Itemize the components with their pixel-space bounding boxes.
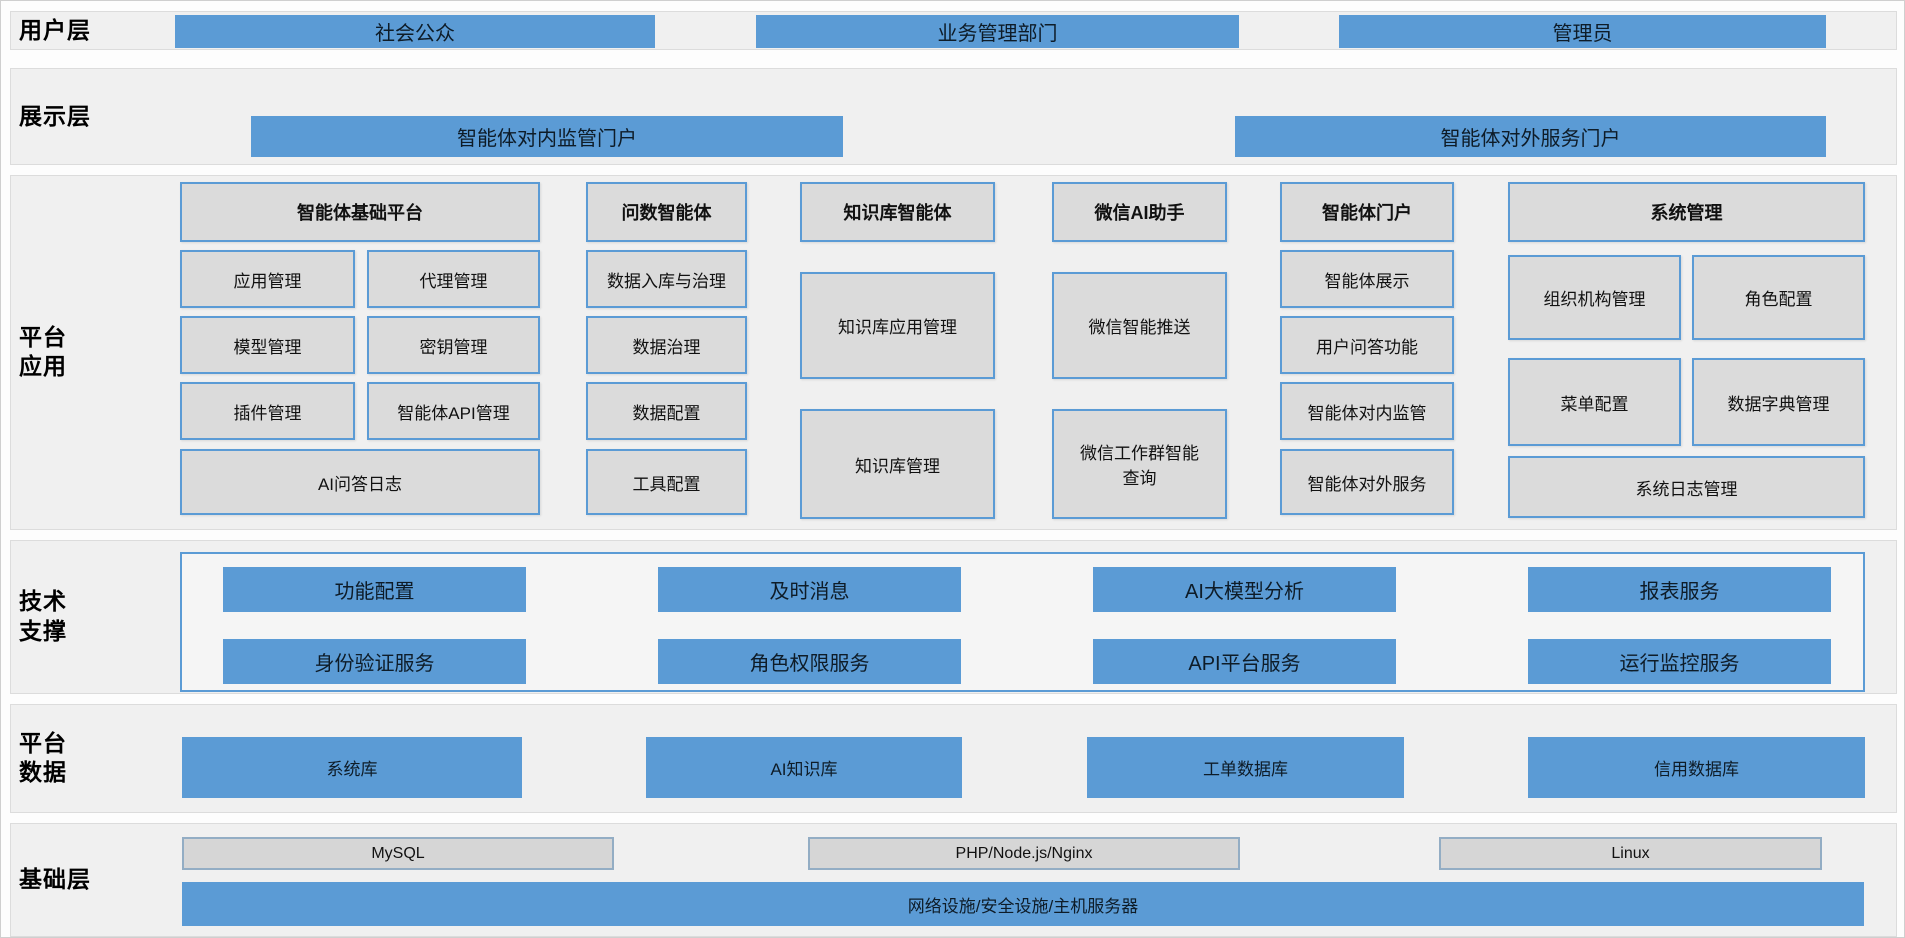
service-ai-llm-analysis: AI大模型分析 xyxy=(1093,567,1396,612)
module-app-mgmt: 应用管理 xyxy=(180,250,355,308)
column-header-wechat-ai: 微信AI助手 xyxy=(1052,182,1227,242)
module-data-governance: 数据治理 xyxy=(586,316,747,374)
layer-band-platform-app: 平台 应用 智能体基础平台 应用管理 代理管理 模型管理 密钥管理 插件管理 智… xyxy=(10,175,1897,530)
module-ai-qa-log: AI问答日志 xyxy=(180,449,540,515)
portal-internal-supervision: 智能体对内监管门户 xyxy=(251,116,843,157)
base-platform-grid: 应用管理 代理管理 模型管理 密钥管理 插件管理 智能体API管理 xyxy=(180,250,540,440)
service-role-permission: 角色权限服务 xyxy=(658,639,961,684)
db-credit: 信用数据库 xyxy=(1528,737,1865,798)
module-wechat-group-query: 微信工作群智能 查询 xyxy=(1052,409,1227,519)
layer-band-display: 展示层 智能体对内监管门户 智能体对外服务门户 xyxy=(10,68,1897,165)
infra-php-node-nginx: PHP/Node.js/Nginx xyxy=(808,837,1240,870)
module-data-ingest-governance: 数据入库与治理 xyxy=(586,250,747,308)
layer-band-tech-support: 技术 支撑 功能配置 及时消息 AI大模型分析 报表服务 身份验证服务 角色权限… xyxy=(10,540,1897,694)
module-plugin-mgmt: 插件管理 xyxy=(180,382,355,440)
module-menu-config: 菜单配置 xyxy=(1508,358,1681,446)
db-ai-knowledge: AI知识库 xyxy=(646,737,962,798)
service-instant-message: 及时消息 xyxy=(658,567,961,612)
layer-label-platform-data: 平台 数据 xyxy=(19,729,67,786)
layer-band-user: 用户层 社会公众 业务管理部门 管理员 xyxy=(10,11,1897,50)
system-mgmt-grid-bottom: 菜单配置 数据字典管理 xyxy=(1508,358,1865,446)
column-header-system-mgmt: 系统管理 xyxy=(1508,182,1865,242)
infra-linux: Linux xyxy=(1439,837,1822,870)
layer-label-user: 用户层 xyxy=(19,16,91,43)
module-kb-app-mgmt: 知识库应用管理 xyxy=(800,272,995,379)
module-agent-showcase: 智能体展示 xyxy=(1280,250,1454,308)
column-kb-agent: 知识库智能体 知识库应用管理 知识库管理 xyxy=(800,182,995,519)
module-wechat-smart-push: 微信智能推送 xyxy=(1052,272,1227,379)
column-header-agent-portal: 智能体门户 xyxy=(1280,182,1454,242)
module-data-config: 数据配置 xyxy=(586,382,747,440)
module-agent-internal-supervision: 智能体对内监管 xyxy=(1280,382,1454,440)
module-agent-external-service: 智能体对外服务 xyxy=(1280,449,1454,515)
layer-label-infrastructure: 基础层 xyxy=(19,866,91,893)
module-kb-mgmt: 知识库管理 xyxy=(800,409,995,519)
service-runtime-monitoring: 运行监控服务 xyxy=(1528,639,1831,684)
module-role-config: 角色配置 xyxy=(1692,255,1865,340)
module-agent-api-mgmt: 智能体API管理 xyxy=(367,382,540,440)
infra-mysql: MySQL xyxy=(182,837,614,870)
column-agent-portal: 智能体门户 智能体展示 用户问答功能 智能体对内监管 智能体对外服务 xyxy=(1280,182,1454,515)
module-system-log-mgmt: 系统日志管理 xyxy=(1508,456,1865,518)
infra-network-security-host-bar: 网络设施/安全设施/主机服务器 xyxy=(182,882,1864,926)
column-header-kb-agent: 知识库智能体 xyxy=(800,182,995,242)
module-agent-proxy-mgmt: 代理管理 xyxy=(367,250,540,308)
layer-label-display: 展示层 xyxy=(19,102,91,129)
system-mgmt-grid-top: 组织机构管理 角色配置 xyxy=(1508,255,1865,340)
module-tool-config: 工具配置 xyxy=(586,449,747,515)
column-header-data-agent: 问数智能体 xyxy=(586,182,747,242)
service-reporting: 报表服务 xyxy=(1528,567,1831,612)
column-base-platform: 智能体基础平台 应用管理 代理管理 模型管理 密钥管理 插件管理 智能体API管… xyxy=(180,182,540,515)
db-work-order: 工单数据库 xyxy=(1087,737,1404,798)
tech-support-container: 功能配置 及时消息 AI大模型分析 报表服务 身份验证服务 角色权限服务 API… xyxy=(180,552,1865,692)
layer-label-platform-app: 平台 应用 xyxy=(19,323,67,380)
service-function-config: 功能配置 xyxy=(223,567,526,612)
service-identity-verification: 身份验证服务 xyxy=(223,639,526,684)
user-item-business-dept: 业务管理部门 xyxy=(756,15,1239,48)
column-data-agent: 问数智能体 数据入库与治理 数据治理 数据配置 工具配置 xyxy=(586,182,747,515)
user-item-admin: 管理员 xyxy=(1339,15,1826,48)
layer-band-platform-data: 平台 数据 系统库 AI知识库 工单数据库 信用数据库 xyxy=(10,704,1897,813)
column-system-mgmt: 系统管理 组织机构管理 角色配置 菜单配置 数据字典管理 系统日志管理 xyxy=(1508,182,1865,518)
layer-label-tech-support: 技术 支撑 xyxy=(19,588,67,644)
module-model-mgmt: 模型管理 xyxy=(180,316,355,374)
module-data-dict-mgmt: 数据字典管理 xyxy=(1692,358,1865,446)
module-user-qa: 用户问答功能 xyxy=(1280,316,1454,374)
module-key-mgmt: 密钥管理 xyxy=(367,316,540,374)
user-item-public: 社会公众 xyxy=(175,15,655,48)
module-org-mgmt: 组织机构管理 xyxy=(1508,255,1681,340)
column-wechat-ai: 微信AI助手 微信智能推送 微信工作群智能 查询 xyxy=(1052,182,1227,519)
service-api-platform: API平台服务 xyxy=(1093,639,1396,684)
layer-band-infrastructure: 基础层 MySQL PHP/Node.js/Nginx Linux 网络设施/安… xyxy=(10,823,1897,937)
db-system: 系统库 xyxy=(182,737,522,798)
column-header-base-platform: 智能体基础平台 xyxy=(180,182,540,242)
portal-external-service: 智能体对外服务门户 xyxy=(1235,116,1826,157)
